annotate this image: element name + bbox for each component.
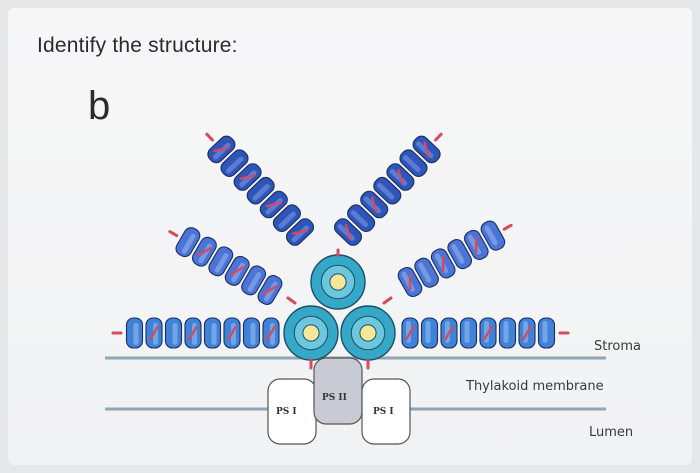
rod-disc: [262, 317, 280, 349]
structure-letter: b: [88, 84, 111, 128]
rod-disc: [459, 317, 478, 349]
stroma-label: Stroma: [594, 339, 641, 354]
rod-diagonal-right-outer: [333, 132, 443, 246]
antenna-rods: [111, 132, 570, 349]
rod-disc: [246, 176, 275, 205]
rod-disc: [257, 275, 283, 305]
rod-disc: [401, 317, 419, 349]
lumen-label: Lumen: [589, 425, 633, 440]
rod-diagonal-right-inner: [397, 220, 513, 298]
rod-disc: [184, 317, 202, 349]
rod-disc: [480, 220, 506, 251]
rod-disc: [399, 149, 428, 177]
rod-disc: [463, 229, 489, 260]
rod-disc: [360, 190, 389, 219]
core-disc-left: [283, 305, 339, 361]
rod-disc: [420, 317, 439, 349]
core-linker: [286, 296, 297, 305]
rod-disc: [285, 218, 315, 246]
ps1-right-complex: PS I: [361, 378, 411, 445]
rod-disc: [333, 218, 363, 246]
rod-disc: [479, 317, 497, 349]
rod-disc: [207, 135, 236, 164]
rod-disc: [242, 317, 261, 349]
rod-end-marker: [205, 132, 214, 142]
rod-disc: [259, 190, 288, 219]
rod-disc: [386, 163, 415, 191]
rod-disc: [498, 317, 517, 349]
rod-horizontal-left: [111, 317, 280, 349]
ps2-complex: PS II: [313, 357, 363, 425]
core-linker: [382, 296, 393, 305]
rod-disc: [164, 317, 183, 349]
rod-disc: [272, 204, 301, 232]
rod-end-marker: [434, 132, 443, 142]
thylakoid-membrane-label: Thylakoid membrane: [465, 379, 604, 394]
rod-diagonal-left-outer: [205, 132, 315, 246]
ps2-label: PS II: [322, 393, 347, 403]
question-text: Identify the structure:: [37, 34, 238, 57]
rod-horizontal-right: [401, 317, 570, 349]
rod-end-marker: [168, 230, 179, 238]
rod-disc: [537, 317, 556, 349]
rod-disc: [440, 317, 458, 349]
rod-disc: [191, 236, 217, 267]
rod-disc: [203, 317, 222, 349]
rod-disc: [397, 266, 423, 298]
rod-disc: [220, 149, 249, 177]
rod-disc: [125, 317, 144, 349]
rod-end-marker: [502, 223, 513, 231]
rod-disc: [447, 239, 473, 270]
rod-diagonal-left-inner: [168, 227, 283, 305]
ps1-left-complex: PS I: [267, 378, 317, 445]
rod-disc: [373, 176, 402, 205]
rod-disc: [233, 163, 262, 191]
rod-disc: [414, 257, 439, 288]
rod-disc: [208, 246, 234, 277]
rod-disc: [412, 135, 441, 164]
ps1-right-label: PS I: [373, 407, 394, 417]
rod-disc: [430, 248, 456, 279]
rod-disc: [145, 317, 163, 349]
rod-disc: [175, 227, 201, 258]
ps1-left-label: PS I: [276, 407, 297, 417]
core-disc-top: [310, 254, 366, 310]
rod-disc: [518, 317, 536, 349]
core-disc-right: [340, 305, 396, 361]
rod-disc: [224, 255, 250, 286]
rod-disc: [241, 265, 267, 296]
rod-disc: [223, 317, 241, 349]
rod-disc: [347, 204, 376, 232]
core-discs: [283, 248, 396, 370]
